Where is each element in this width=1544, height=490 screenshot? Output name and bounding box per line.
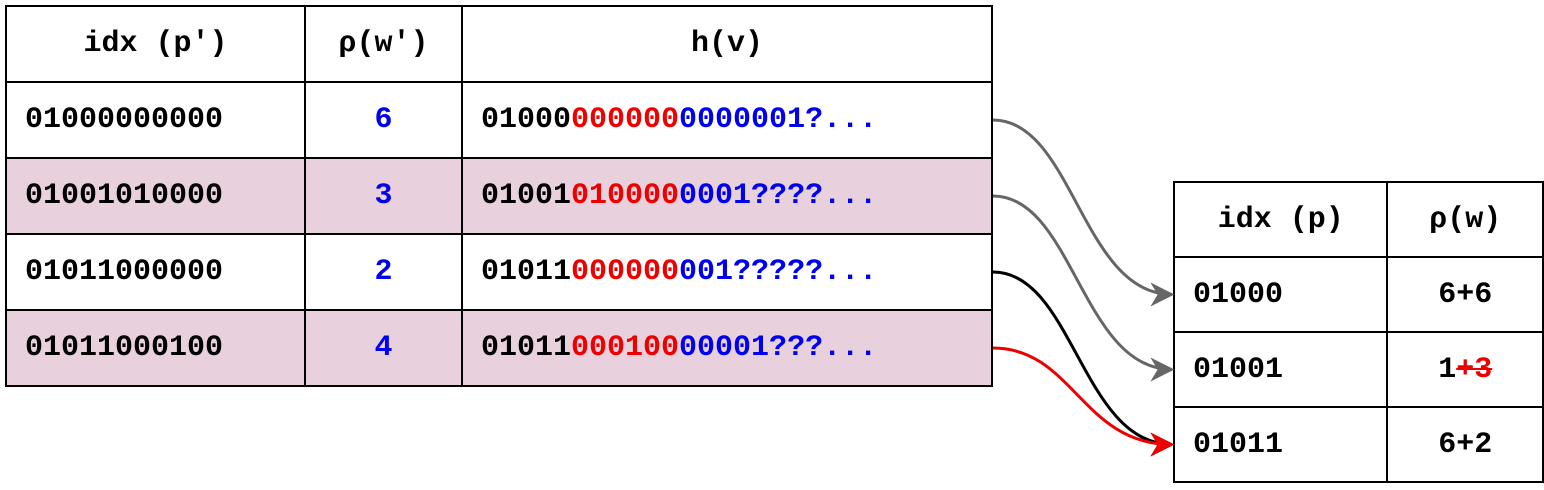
right-idx-cell: 01000 [1172, 256, 1389, 333]
left-rho-cell: 4 [304, 309, 463, 387]
rho-segment: 1 [1438, 352, 1457, 387]
hv-segment: 000000 [571, 255, 680, 289]
connector-arrow [992, 194, 1175, 382]
left-idx-cell: 01000000000 [5, 81, 306, 159]
left-idx-cell: 01011000100 [5, 309, 306, 387]
hv-segment: 000100 [571, 331, 680, 365]
right-header-row: idx (p) ρ(w) [1172, 181, 1544, 258]
hv-segment: 0000001?... [679, 103, 878, 137]
hv-segment: 01011 [481, 255, 572, 289]
rho-segment: +3 [1456, 352, 1493, 387]
hv-segment: 01011 [481, 331, 572, 365]
left-rho-cell: 2 [304, 233, 463, 311]
hv-segment: 010000 [571, 179, 680, 213]
hv-segment: 01000 [481, 103, 572, 137]
connector-arrow [992, 118, 1175, 307]
connector-arrow [992, 270, 1175, 457]
left-rho-cell: 3 [304, 157, 463, 235]
hv-segment: 001?????... [679, 255, 878, 289]
connector-arrow [992, 346, 1175, 457]
right-idx-cell: 01011 [1172, 406, 1389, 483]
header-rho-w: ρ(w) [1386, 181, 1544, 258]
header-idx-p: idx (p) [1172, 181, 1389, 258]
hv-segment: 0001????... [679, 179, 878, 213]
header-rho-w-prime: ρ(w′) [304, 5, 463, 83]
left-header-row: idx (p′) ρ(w′) h(v) [5, 5, 993, 83]
header-hv: h(v) [461, 5, 993, 83]
right-idx-cell: 01001 [1172, 331, 1389, 408]
right-rho-cell: 6+2 [1386, 406, 1544, 483]
header-idx-p-prime: idx (p′) [5, 5, 306, 83]
right-rho-cell: 1+3 [1386, 331, 1544, 408]
rho-segment: 6+6 [1438, 277, 1493, 312]
right-row: 01000 6+6 [1172, 256, 1544, 333]
left-rho-cell: 6 [304, 81, 463, 159]
right-rho-cell: 6+6 [1386, 256, 1544, 333]
hv-segment: 01001 [481, 179, 572, 213]
right-row: 01011 6+2 [1172, 406, 1544, 483]
left-hv-cell: 010010100000001????... [461, 157, 993, 235]
hv-segment: 000000 [571, 103, 680, 137]
rho-segment: 6+2 [1438, 427, 1493, 462]
left-idx-cell: 01011000000 [5, 233, 306, 311]
left-hv-cell: 01011000000001?????... [461, 233, 993, 311]
left-hv-cell: 0101100010000001???... [461, 309, 993, 387]
hv-segment: 00001???... [679, 331, 878, 365]
left-idx-cell: 01001010000 [5, 157, 306, 235]
left-hv-cell: 010000000000000001?... [461, 81, 993, 159]
